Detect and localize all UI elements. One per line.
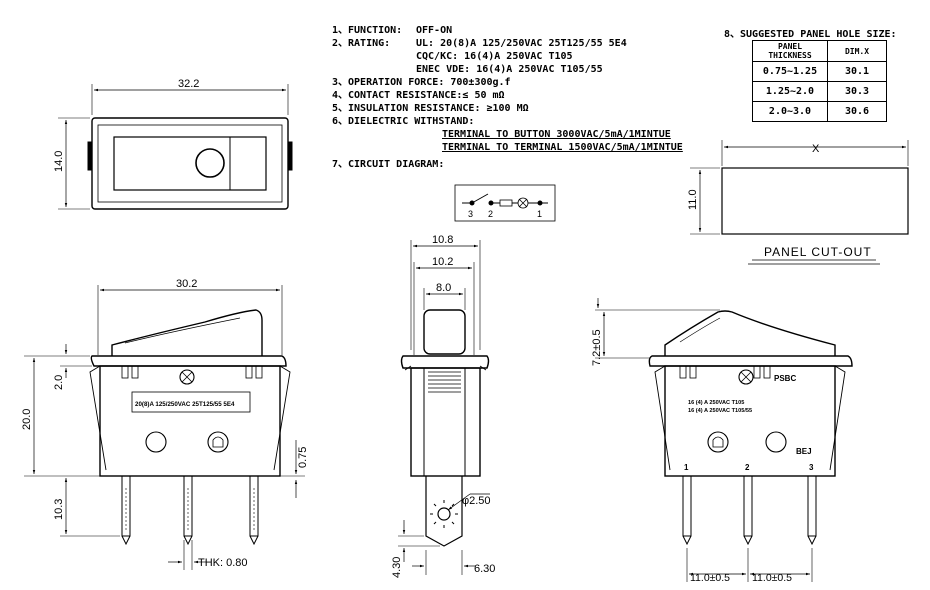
spec-terminal-button: TERMINAL TO BUTTON 3000VAC/5mA/1MINTUE [442, 129, 671, 140]
back-pin-2: 2 [745, 463, 750, 472]
spec-rating-label: 2、RATING: [332, 38, 391, 49]
panel-hole-cell: 2.0~3.0 [752, 101, 828, 122]
dim-front-thk: THK: 0.80 [198, 557, 248, 569]
table-row: 2.0~3.0 30.6 [752, 101, 887, 122]
dim-back-pitch-1: 11.0±0.5 [690, 572, 730, 584]
dim-front-pin-gap: 0.75 [297, 447, 309, 468]
circuit-pin-2: 2 [488, 209, 493, 219]
dim-side-hole: φ2.50 [462, 495, 491, 507]
spec-block: 1、FUNCTION: OFF-ON 2、RATING: UL: 20(8)A 12… [332, 24, 683, 171]
spec-function-label: 1、FUNCTION: [332, 25, 403, 36]
back-pin-3: 3 [809, 463, 814, 472]
spec-dielectric: 6、DIELECTRIC WITHSTAND: [332, 116, 475, 127]
cutout-x-label: X [812, 143, 820, 155]
spec-contact: 4、CONTACT RESISTANCE:≤ 50 mΩ [332, 90, 505, 101]
cutout-height: 11.0 [687, 189, 699, 210]
circuit-diagram [454, 184, 556, 222]
spec-circuit: 7、CIRCUIT DIAGRAM: [332, 159, 445, 170]
circuit-pin-1: 1 [537, 209, 542, 219]
front-label-text: 20(8)A 125/250VAC 25T125/55 5E4 [135, 401, 235, 408]
dim-front-width: 30.2 [176, 278, 197, 290]
dim-side-tab-height: 4.30 [391, 557, 403, 578]
spec-rating-line-2: CQC/KC: 16(4)A 250VAC T105 [416, 51, 573, 62]
dim-front-pin-length: 10.3 [53, 499, 65, 520]
dim-front-flange: 2.0 [53, 375, 65, 390]
back-label-line-2: 16 (4) A 250VAC T105/55 [688, 408, 752, 414]
spec-force: 3、OPERATION FORCE: 700±300g.f [332, 77, 511, 88]
back-code: BEJ [796, 447, 812, 456]
cutout-caption: PANEL CUT-OUT [764, 245, 872, 259]
back-brand: PSBC [774, 374, 796, 383]
back-label-line-1: 16 (4) A 250VAC T105 [688, 400, 744, 406]
spec-rating-line-3: ENEC VDE: 16(4)A 250VAC T105/55 [416, 64, 603, 75]
spec-function-value: OFF-ON [416, 25, 453, 36]
panel-hole-cell: 30.6 [827, 101, 887, 122]
panel-cutout [690, 140, 909, 265]
spec-terminal-terminal: TERMINAL TO TERMINAL 1500VAC/5mA/1MINTUE [442, 142, 683, 153]
dim-top-height: 14.0 [53, 151, 65, 172]
spec-insulation: 5、INSULATION RESISTANCE: ≥100 MΩ [332, 103, 529, 114]
dim-side-w1: 10.8 [432, 234, 453, 246]
side-view [398, 240, 490, 575]
back-view [595, 298, 853, 582]
dim-back-pitch-2: 11.0±0.5 [752, 572, 792, 584]
dim-side-tab-width: 6.30 [474, 563, 495, 575]
dim-side-w2: 10.2 [432, 256, 453, 268]
dim-top-width: 32.2 [178, 78, 199, 90]
panel-hole-table: PANEL THICKNESS DIM.X 0.75~1.25 30.1 1.2… [752, 40, 887, 122]
spec-rating-line-1: UL: 20(8)A 125/250VAC 25T125/55 5E4 [416, 38, 627, 49]
dim-side-w3: 8.0 [436, 282, 451, 294]
panel-hole-title: 8、SUGGESTED PANEL HOLE SIZE: [724, 29, 897, 40]
top-view [58, 84, 293, 210]
dim-front-height: 20.0 [21, 409, 33, 430]
table-row: 1.25~2.0 30.3 [752, 81, 887, 102]
front-view [24, 285, 305, 570]
back-pin-1: 1 [684, 463, 689, 472]
circuit-pin-3: 3 [468, 209, 473, 219]
dim-back-height: 7.2±0.5 [591, 329, 603, 366]
